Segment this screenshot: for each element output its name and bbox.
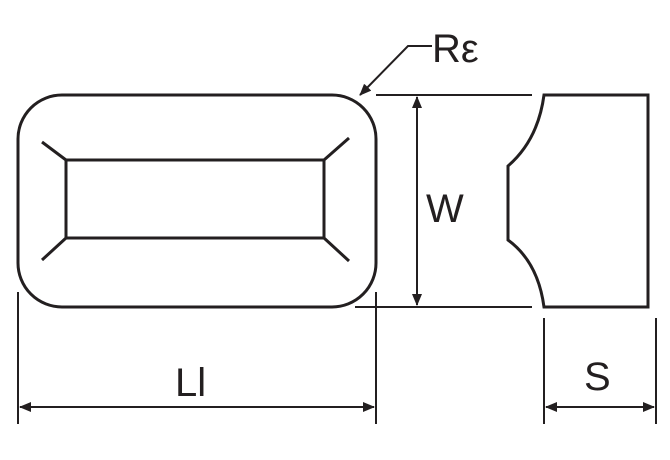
corner-edges <box>40 136 351 263</box>
insert-side-view <box>506 93 650 309</box>
length-extension-lines <box>17 292 377 424</box>
width-label: W <box>426 187 464 231</box>
thickness-label: S <box>584 355 611 399</box>
insert-inner-face <box>64 158 326 240</box>
insert-top-view-outline <box>16 93 378 309</box>
thickness-extension-lines <box>543 318 657 424</box>
length-label: Ll <box>175 361 206 405</box>
radius-leader <box>359 45 432 96</box>
radius-label: Rε <box>432 27 479 71</box>
width-extension-lines <box>355 94 532 308</box>
